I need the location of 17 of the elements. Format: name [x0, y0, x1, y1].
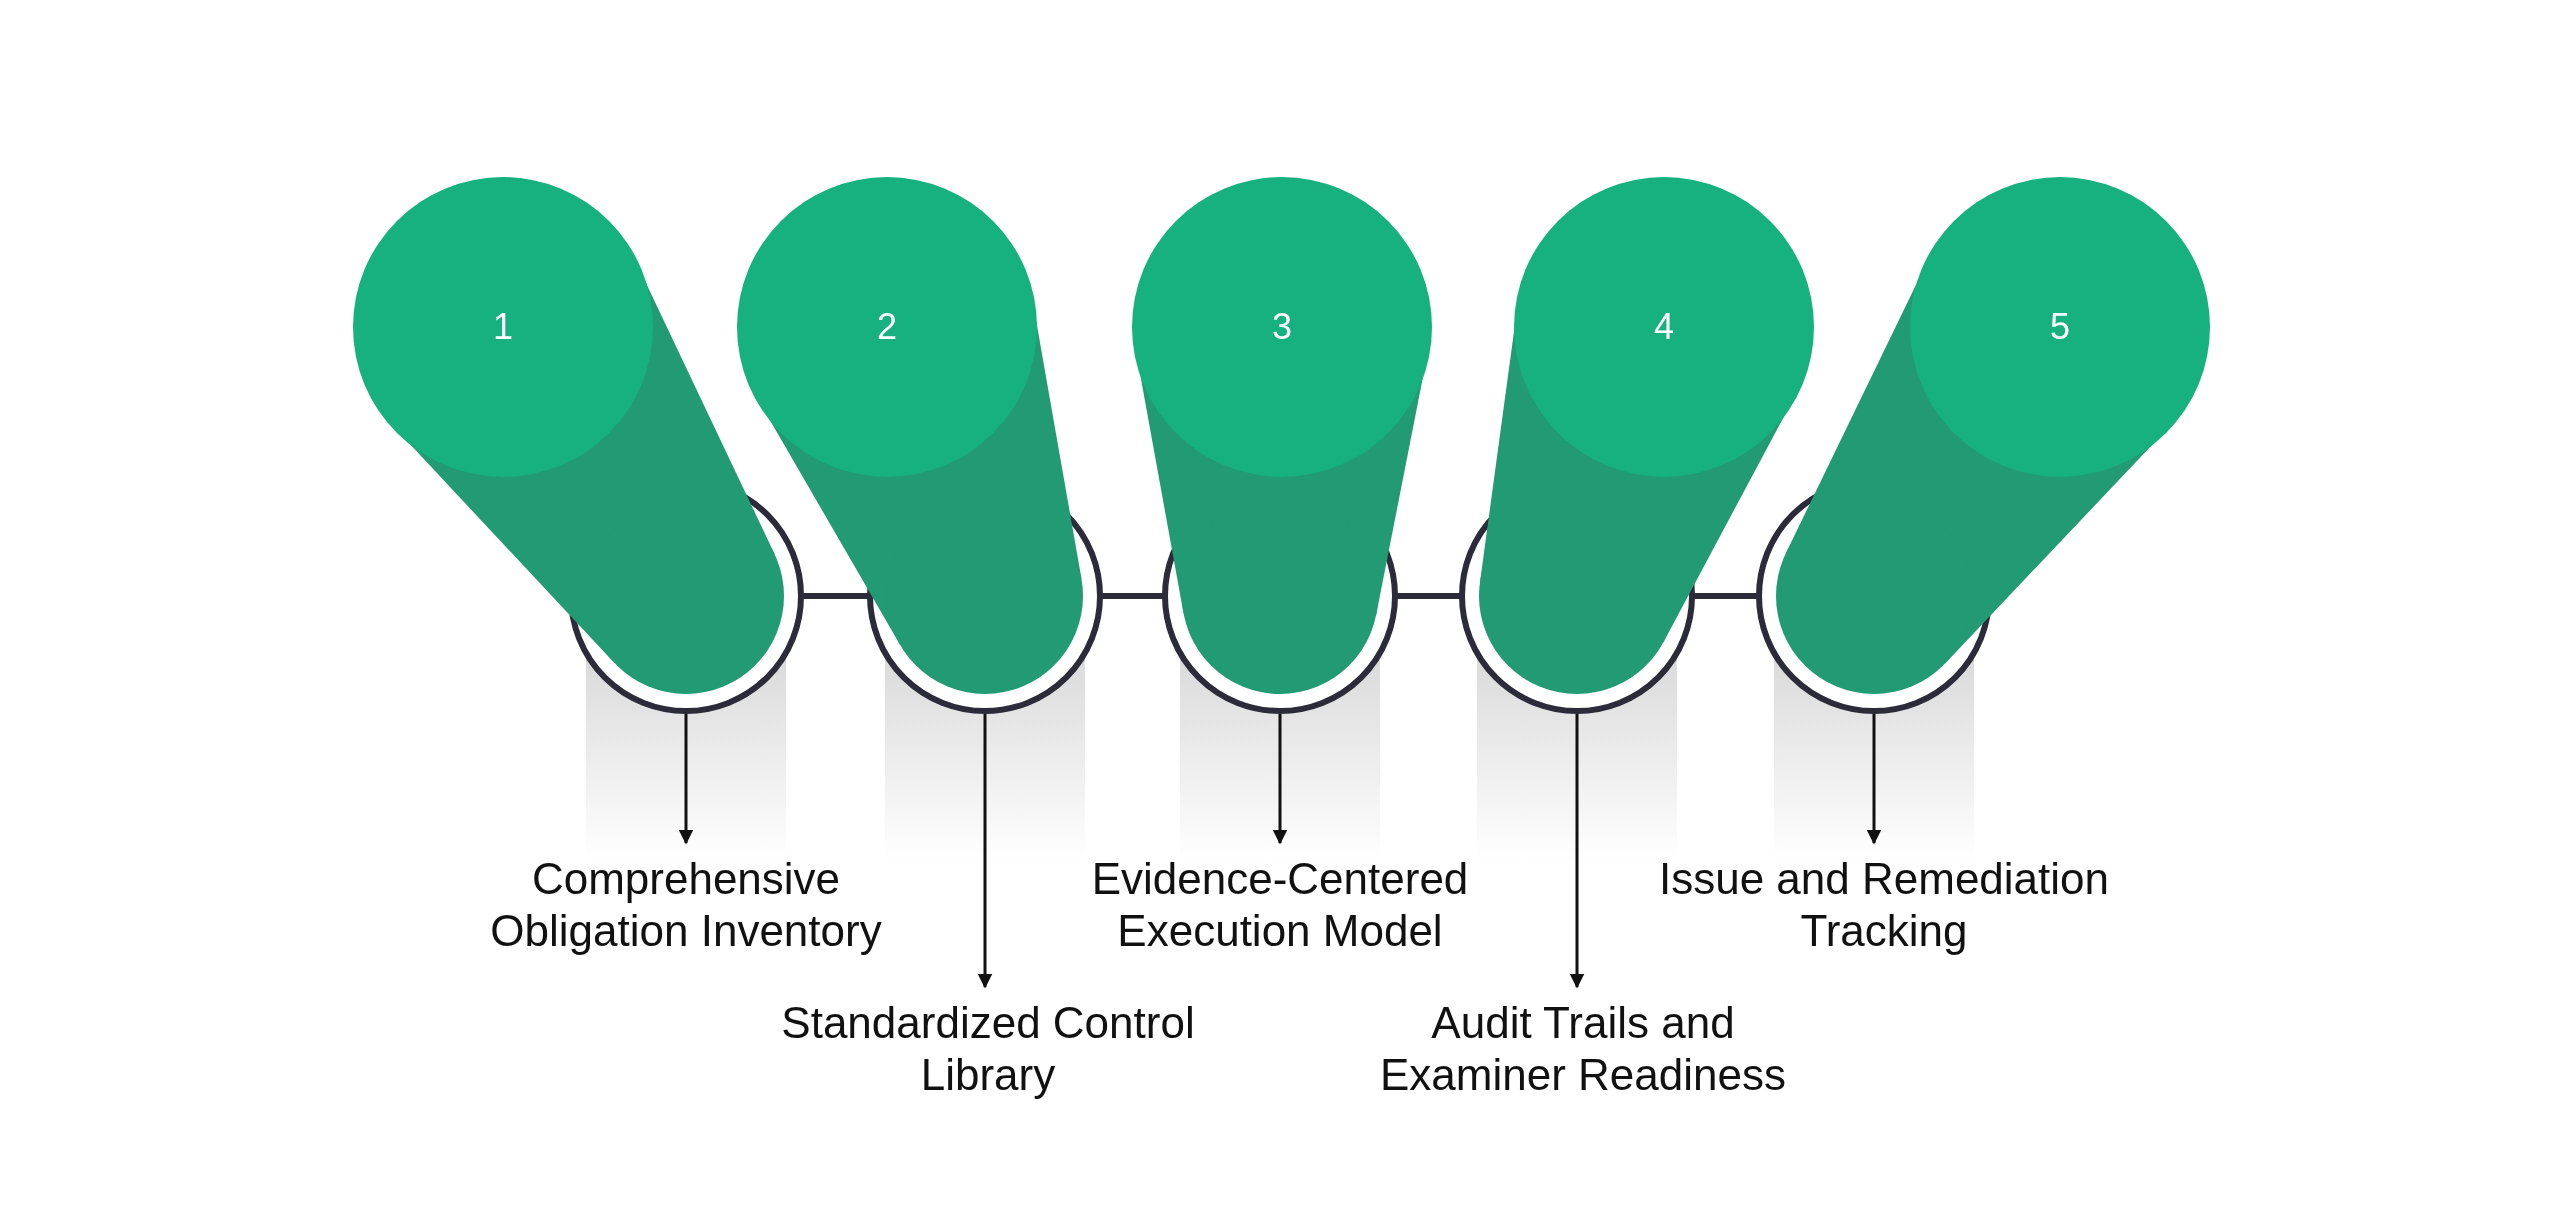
arrow	[1569, 714, 1585, 989]
step-number: 5	[2049, 307, 2071, 347]
step-number: 4	[1653, 307, 1675, 347]
arrow	[1272, 714, 1288, 845]
step-label: Audit Trails and Examiner Readiness	[1379, 997, 1787, 1101]
arrow	[1866, 714, 1882, 845]
step-number: 1	[492, 307, 514, 347]
step-label: Standardized Control Library	[780, 997, 1196, 1101]
step-label: Comprehensive Obligation Inventory	[489, 853, 883, 957]
step-number: 3	[1271, 307, 1293, 347]
arrow	[977, 714, 993, 989]
connector-line	[1692, 593, 1759, 599]
step-label: Issue and Remediation Tracking	[1657, 853, 2111, 957]
step-number: 2	[876, 307, 898, 347]
step-label: Evidence-Centered Execution Model	[1090, 853, 1470, 957]
arrow	[678, 714, 694, 845]
connector-line	[801, 593, 870, 599]
